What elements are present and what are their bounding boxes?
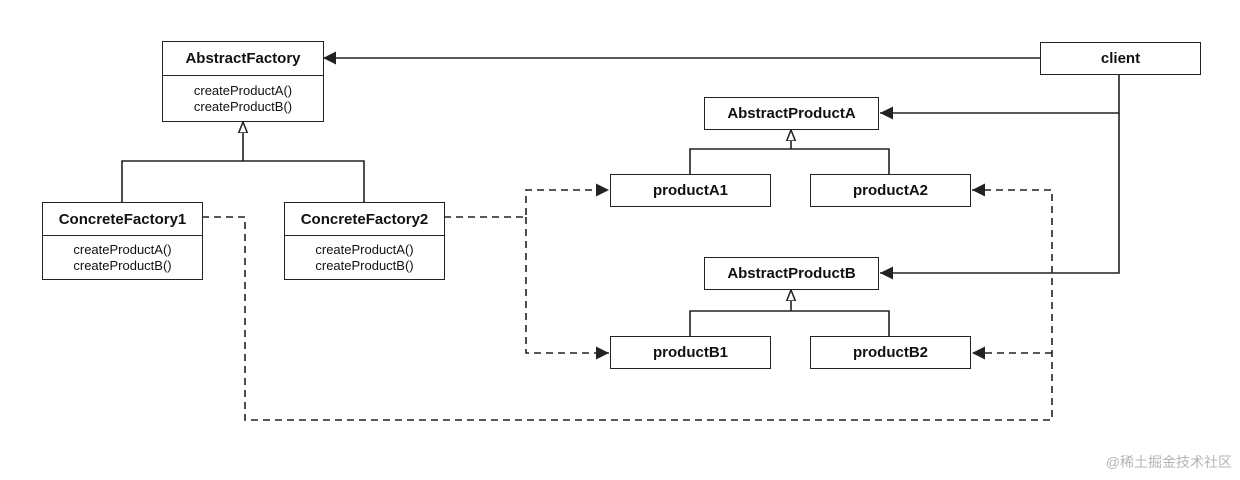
method-label: createProductB() bbox=[73, 257, 172, 273]
client-class[interactable]: client bbox=[1040, 42, 1201, 75]
abstract-product-a-class[interactable]: AbstractProductA bbox=[704, 97, 879, 130]
abstract-product-b-class[interactable]: AbstractProductB bbox=[704, 257, 879, 290]
client-to-abstractproductb-line bbox=[880, 113, 1120, 280]
watermark-text: @稀土掘金技术社区 bbox=[1105, 454, 1232, 470]
method-label: createProductA() bbox=[73, 241, 172, 257]
abstract-factory-name: AbstractFactory bbox=[185, 50, 301, 67]
product-a2-name: productA2 bbox=[853, 181, 928, 199]
method-label: createProductA() bbox=[315, 241, 414, 257]
product-a1-name: productA1 bbox=[653, 181, 728, 199]
method-label: createProductB() bbox=[193, 98, 293, 114]
abstract-factory-methods: createProductA() createProductB() bbox=[163, 75, 323, 121]
abstract-product-b-name: AbstractProductB bbox=[727, 264, 856, 282]
product-b1-name: productB1 bbox=[653, 343, 728, 361]
product-b2-name: productB2 bbox=[853, 343, 928, 361]
method-label: createProductA() bbox=[193, 82, 293, 98]
product-b1-class[interactable]: productB1 bbox=[610, 336, 771, 369]
method-label: createProductB() bbox=[315, 257, 414, 273]
concretefactory2-inheritance-line bbox=[243, 160, 365, 203]
concretefactory2-creates-productb1-line bbox=[525, 217, 609, 360]
concrete-factory-1-methods: createProductA() createProductB() bbox=[43, 235, 202, 279]
concretefactory1-creates-producta2-line bbox=[202, 183, 1053, 421]
concrete-factory-2-name: ConcreteFactory2 bbox=[300, 210, 429, 228]
producta1-inheritance-line bbox=[689, 148, 791, 175]
productb1-inheritance-line bbox=[689, 310, 791, 337]
abstract-factory-class[interactable]: AbstractFactory createProductA() createP… bbox=[162, 41, 324, 122]
concrete-factory-1-class[interactable]: ConcreteFactory1 createProductA() create… bbox=[42, 202, 203, 280]
concrete-factory-2-methods: createProductA() createProductB() bbox=[285, 235, 444, 279]
concrete-factory-1-name: ConcreteFactory1 bbox=[58, 210, 187, 228]
abstract-product-a-name: AbstractProductA bbox=[727, 104, 856, 122]
product-a1-class[interactable]: productA1 bbox=[610, 174, 771, 207]
product-a2-class[interactable]: productA2 bbox=[810, 174, 971, 207]
producta2-inheritance-line bbox=[791, 148, 890, 175]
client-to-abstractproducta-line bbox=[880, 74, 1120, 120]
client-name: client bbox=[1100, 49, 1141, 67]
concretefactory2-creates-producta1-line bbox=[444, 183, 609, 218]
productb2-inheritance-line bbox=[791, 310, 890, 337]
concretefactory1-inheritance-line bbox=[121, 160, 243, 203]
concrete-factory-2-class[interactable]: ConcreteFactory2 createProductA() create… bbox=[284, 202, 445, 280]
product-b2-class[interactable]: productB2 bbox=[810, 336, 971, 369]
